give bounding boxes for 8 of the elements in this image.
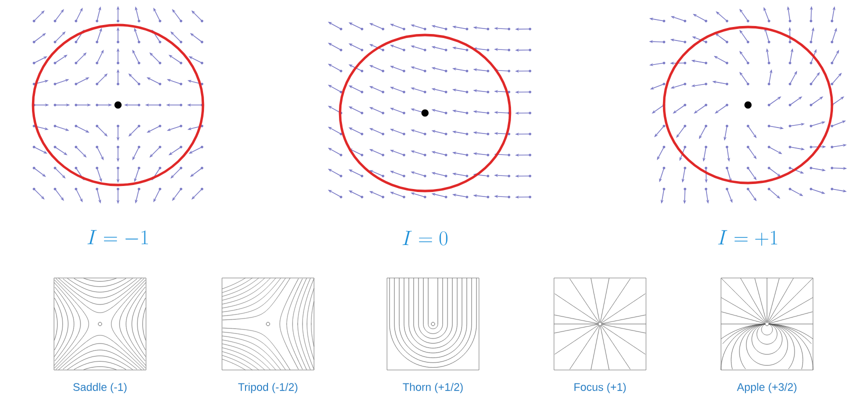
portrait-caption: Thorn (+1/2) — [402, 382, 463, 394]
portrait-caption: Saddle (-1) — [73, 382, 127, 394]
portrait-caption: Apple (+3/2) — [736, 382, 796, 394]
index-formula: $I = -1$ — [88, 230, 148, 244]
portrait-caption: Focus (+1) — [574, 382, 626, 394]
portrait-caption: Tripod (-1/2) — [238, 382, 298, 394]
index-formula: $I = 0$ — [402, 230, 448, 246]
index-formula: $I = +1$ — [718, 230, 778, 246]
